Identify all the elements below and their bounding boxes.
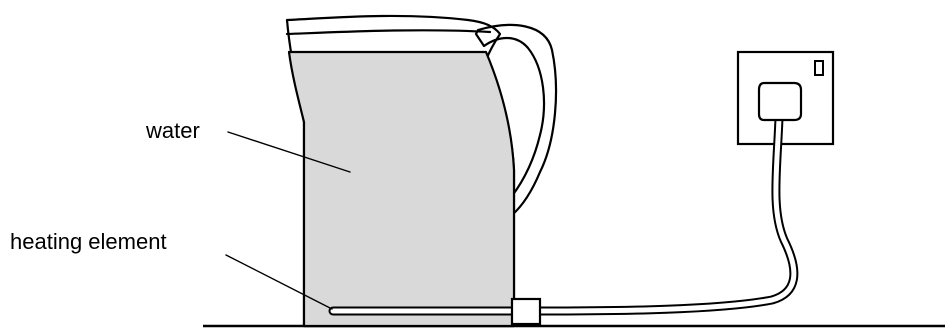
plug xyxy=(757,81,803,122)
leader-line-water xyxy=(227,131,351,173)
socket-switch xyxy=(814,60,824,76)
water-fill xyxy=(287,50,516,328)
cable-connector xyxy=(510,297,542,326)
leader-line-heating-element xyxy=(225,254,333,310)
power-cable xyxy=(539,117,799,316)
kettle-lid-line xyxy=(285,29,492,36)
plug-body xyxy=(757,81,803,122)
label-heating-element: heating element xyxy=(10,229,167,254)
label-water: water xyxy=(145,118,200,143)
